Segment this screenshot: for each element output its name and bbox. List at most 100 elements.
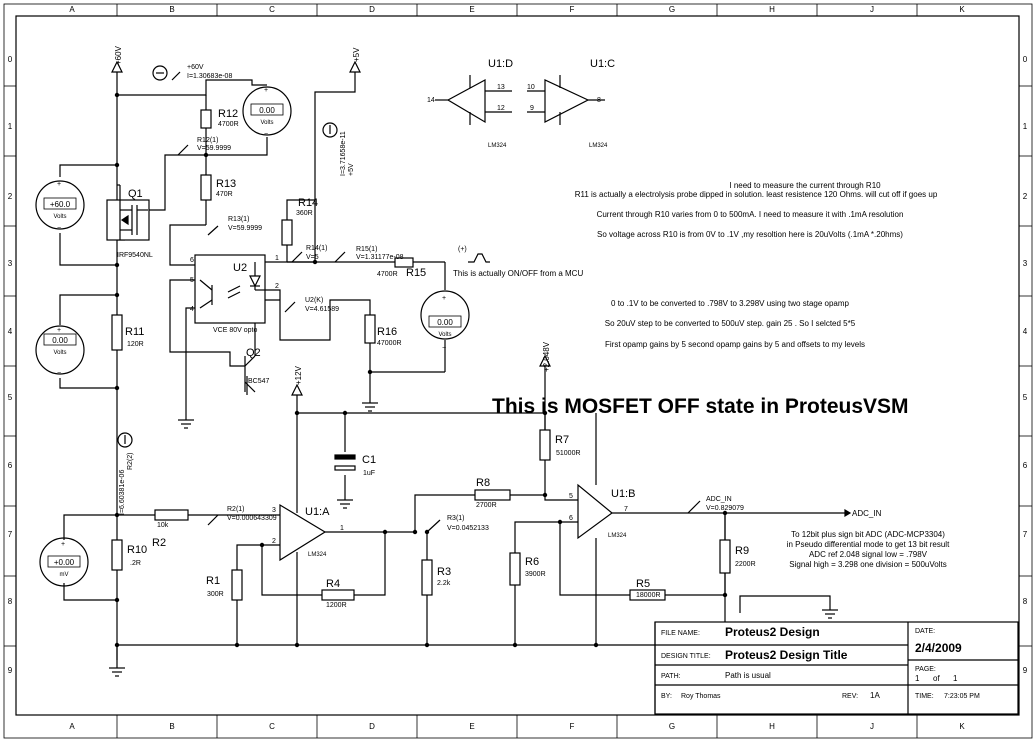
probe-markers xyxy=(117,65,701,533)
meter-value: +0.00 xyxy=(54,558,75,567)
row-label: 1 xyxy=(8,122,13,131)
capacitor-c1 xyxy=(334,454,356,471)
tb-rev-label: REV: xyxy=(842,693,858,700)
svg-text:+: + xyxy=(57,327,61,334)
value-r4: 1200R xyxy=(326,602,347,609)
col-label: E xyxy=(469,722,474,731)
col-label: C xyxy=(269,722,275,731)
probe-label: I=1.30683e-08 xyxy=(187,73,232,80)
power-rail-2048v: +2.048V xyxy=(539,341,551,372)
probe-label: +5V xyxy=(348,163,355,176)
col-label: K xyxy=(959,722,965,731)
value-r6: 3900R xyxy=(525,571,546,578)
ground-symbols xyxy=(109,402,838,677)
ref-r6: R6 xyxy=(525,556,539,568)
row-label: 5 xyxy=(8,393,13,402)
voltmeter: 0.00 Volts +− xyxy=(35,325,85,377)
opamp-u1d xyxy=(446,75,486,125)
probe-label: +60V xyxy=(187,64,204,71)
ref-r9: R9 xyxy=(735,545,749,557)
col-label: K xyxy=(959,5,965,14)
meter-unit: Volts xyxy=(260,120,273,126)
rail-label: +12V xyxy=(294,365,303,385)
col-label: F xyxy=(570,722,575,731)
col-label: C xyxy=(269,5,275,14)
svg-text:+: + xyxy=(57,181,61,188)
opamp-u1b xyxy=(577,483,613,540)
pin-number: 13 xyxy=(497,84,505,91)
col-label: A xyxy=(69,5,75,14)
ref-r15: R15 xyxy=(406,267,426,279)
tb-rev-value: 1A xyxy=(870,691,880,700)
row-label: 4 xyxy=(8,327,13,336)
voltmeter: 0.00 Volts +− xyxy=(242,86,292,138)
pin-number: 1 xyxy=(340,525,344,532)
pin-number: 3 xyxy=(272,507,276,514)
ref-r13: R13 xyxy=(216,178,236,190)
value-r11: 120R xyxy=(127,341,144,348)
component-labels: Q1 IRF9540NL Q2 BC547 U2 VCE 80V opto U1… xyxy=(117,58,756,609)
meter-unit: Volts xyxy=(438,332,451,338)
ref-r14: R14 xyxy=(298,197,318,209)
adc-in-net xyxy=(844,508,852,518)
meter-value: 0.00 xyxy=(52,336,68,345)
ref-c1: C1 xyxy=(362,454,376,466)
value-c1: 1uF xyxy=(363,470,375,477)
note: R11 is actually a electrolysis probe dip… xyxy=(575,190,938,199)
tb-by-label: BY: xyxy=(661,693,672,700)
note: Current through R10 varies from 0 to 500… xyxy=(597,210,904,219)
col-label: D xyxy=(369,722,375,731)
probe-label: R14(1) xyxy=(306,245,327,252)
tb-title-value: Proteus2 Design Title xyxy=(725,648,848,662)
tb-time-label: TIME: xyxy=(915,693,934,700)
probe-label: V=59.9999 xyxy=(197,145,231,152)
probe-label: V=0.0452133 xyxy=(447,525,489,532)
value-u1a: LM324 xyxy=(308,552,327,558)
pin-number: 2 xyxy=(275,283,279,290)
probe-label: I=6.60381e-06 xyxy=(119,470,126,515)
ref-u1d: U1:D xyxy=(488,58,513,70)
probe-label: R12(1) xyxy=(197,137,218,144)
mosfet-q1 xyxy=(106,185,150,241)
probe-label: R15(1) xyxy=(356,246,377,253)
col-label: E xyxy=(469,5,474,14)
row-label: 7 xyxy=(1023,530,1028,539)
row-label: 1 xyxy=(1023,122,1028,131)
probe-label: V=0.829079 xyxy=(706,505,744,512)
wires xyxy=(59,72,845,668)
pin-number: 1 xyxy=(275,255,279,262)
ref-q1: Q1 xyxy=(128,188,143,200)
transistor-q2 xyxy=(244,340,256,393)
ref-r7: R7 xyxy=(555,434,569,446)
row-label: 9 xyxy=(1023,666,1028,675)
ref-u1a: U1:A xyxy=(305,506,330,518)
probe-label: R13(1) xyxy=(228,216,249,223)
power-rail-5v: +5V xyxy=(349,47,361,73)
pin-number: 9 xyxy=(530,105,534,112)
pin-number: 14 xyxy=(427,97,435,104)
meter-unit: mV xyxy=(60,572,69,578)
svg-text:−: − xyxy=(57,225,61,232)
probe-label: I=3.71658e-11 xyxy=(340,131,347,176)
voltmeter: +60.0 Volts +− xyxy=(35,180,85,232)
value-r1: 300R xyxy=(207,591,224,598)
probe-label: R3(1) xyxy=(447,515,465,522)
row-label: 3 xyxy=(8,259,13,268)
row-label: 0 xyxy=(8,55,13,64)
tb-time-value: 7:23:05 PM xyxy=(944,693,980,700)
ref-u2: U2 xyxy=(233,262,247,274)
tb-path-label: PATH: xyxy=(661,673,681,680)
ref-u1b: U1:B xyxy=(611,488,635,500)
note: To 12bit plus sign bit ADC (ADC-MCP3304) xyxy=(791,530,945,539)
value-r5: 18000R xyxy=(636,592,661,599)
row-label: 8 xyxy=(1023,597,1028,606)
ref-r10: R10 xyxy=(127,544,147,556)
generator-label: (+) xyxy=(458,246,467,253)
meter-unit: Volts xyxy=(53,214,66,220)
ref-r3: R3 xyxy=(437,566,451,578)
rail-label: +60V xyxy=(114,45,123,65)
pin-number: 8 xyxy=(597,97,601,104)
pin-number: 12 xyxy=(497,105,505,112)
ref-r2: R2 xyxy=(152,537,166,549)
tb-page-of: of xyxy=(933,674,940,683)
